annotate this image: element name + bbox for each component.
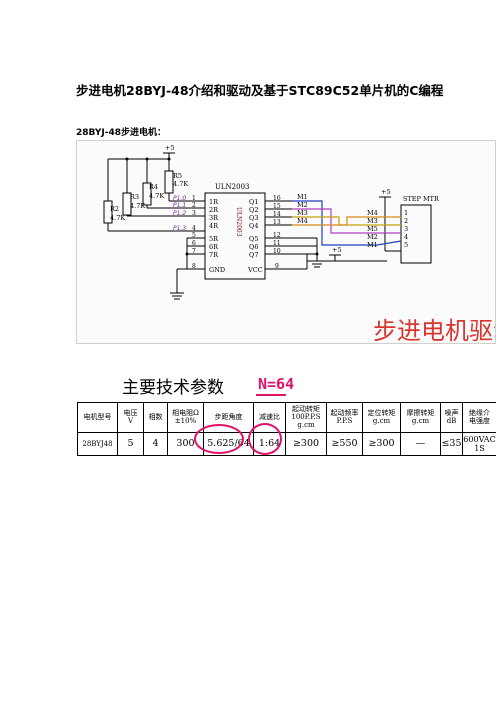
left-num-4: 4 — [192, 225, 196, 232]
value-start-torque: ≥300 — [285, 431, 327, 457]
conn-net-m1: M1 — [367, 241, 378, 249]
left-num-8: 8 — [192, 263, 196, 270]
left-pin-4: 4R — [209, 222, 219, 230]
conn-pin-2: 2 — [404, 217, 408, 225]
conn-net-m2: M2 — [367, 233, 378, 241]
value-start-freq: ≥550 — [326, 431, 363, 457]
value-phases: 4 — [143, 431, 168, 457]
port-label-p10: P1.0 — [173, 195, 186, 202]
value-voltage: 5 — [117, 431, 144, 457]
r5-value: 4.7K — [173, 180, 188, 188]
conn-pin-4: 4 — [404, 233, 408, 241]
net-m3: M3 — [297, 209, 308, 217]
right-pin-7: Q7 — [249, 251, 258, 259]
left-pin-7: 7R — [209, 251, 219, 259]
port-label-p13: P1.3 — [173, 225, 186, 232]
header-detent-torque: 定位转矩 g.cm — [362, 402, 401, 433]
left-num-6: 6 — [192, 240, 196, 247]
r5-label: R5 — [173, 172, 182, 180]
bus-power-label: +5 — [332, 246, 342, 254]
left-num-7: 7 — [192, 248, 196, 255]
right-num-13: 13 — [273, 219, 281, 226]
left-pin-6: 6R — [209, 243, 219, 251]
conn-pin-1: 1 — [404, 209, 408, 217]
left-pin-1: 1R — [209, 198, 219, 206]
right-num-14: 14 — [273, 211, 281, 218]
net-m2: M2 — [297, 201, 308, 209]
r3-label: R3 — [130, 193, 139, 201]
spec-data-row: 28BYJ48 5 4 300 5.625/64 1:64 ≥300 ≥550 … — [77, 431, 496, 457]
right-num-11: 11 — [273, 240, 281, 247]
right-pin-6: Q6 — [249, 243, 258, 251]
right-pin-5: Q5 — [249, 235, 258, 243]
conn-pin-3: 3 — [404, 225, 408, 233]
value-model: 28BYJ48 — [77, 431, 118, 457]
document-title: 步进电机28BYJ-48介绍和驱动及基于STC89C52单片机的C编程 — [76, 83, 444, 98]
right-pin-2: Q2 — [249, 206, 258, 214]
section-subtitle: 28BYJ-48步进电机： — [76, 128, 167, 138]
r2-label: R2 — [110, 205, 119, 213]
power-top-label: +5 — [165, 144, 175, 152]
connector-power-label: +5 — [381, 188, 391, 196]
header-start-torque: 起动转矩 100P.P.S g.cm — [285, 402, 327, 433]
right-pin-8: VCC — [247, 266, 263, 274]
chip-name: ULN2003 — [215, 183, 250, 191]
port-label-p12: P1.2 — [173, 210, 186, 217]
right-pin-3: Q3 — [249, 214, 258, 222]
value-insulation: 600VAC 1S — [462, 431, 496, 457]
spec-table: 电机型号 电压 V 相数 相电阻Ω ±10% 步距角度 减速比 起动转矩 100… — [77, 402, 496, 457]
schematic-diagram: +5 R5 4.7K R4 4.7K R3 4.7K R2 4.7K ULN20… — [76, 140, 496, 344]
right-pin-4: Q4 — [249, 222, 258, 230]
connector-title: STEP MTR — [403, 195, 440, 203]
left-pin-3: 3R — [209, 214, 219, 222]
spec-header-row: 电机型号 电压 V 相数 相电阻Ω ±10% 步距角度 减速比 起动转矩 100… — [77, 402, 496, 433]
r4-value: 4.7K — [149, 192, 164, 200]
note-underline — [256, 394, 286, 396]
header-model: 电机型号 — [77, 402, 118, 433]
header-noise: 噪声 dB — [440, 402, 463, 433]
port-label-p11: P1.1 — [173, 202, 186, 209]
net-m1: M1 — [297, 193, 308, 201]
conn-net-m3: M3 — [367, 217, 378, 225]
conn-net-m5: M5 — [367, 225, 378, 233]
left-pin-5: 5R — [209, 235, 219, 243]
r2-value: 4.7K — [110, 214, 125, 222]
header-friction-torque: 摩擦转矩 g.cm — [400, 402, 441, 433]
ratio-highlight — [248, 423, 282, 455]
chip-vertical-label: ULN2003 — [235, 207, 242, 237]
step-angle-highlight — [194, 424, 244, 454]
r4-label: R4 — [149, 183, 158, 191]
conn-net-m4: M4 — [367, 209, 378, 217]
right-pin-1: Q1 — [249, 198, 258, 206]
left-num-1: 1 — [192, 195, 196, 202]
right-num-15: 15 — [273, 203, 281, 210]
value-noise: ≤35 — [440, 431, 463, 457]
left-num-3: 3 — [192, 210, 196, 217]
right-num-16: 16 — [273, 195, 281, 202]
right-num-12: 12 — [273, 232, 281, 239]
r3-value: 4.7K — [130, 202, 145, 210]
schematic-caption: 步进电机驱动 — [373, 317, 496, 344]
value-detent-torque: ≥300 — [362, 431, 401, 457]
left-pin-8: GND — [209, 266, 225, 274]
header-voltage: 电压 V — [117, 402, 144, 433]
spec-section-title: 主要技术参数 — [122, 378, 224, 398]
right-num-10: 10 — [273, 248, 281, 255]
net-m4: M4 — [297, 217, 308, 225]
right-num-9: 9 — [275, 263, 279, 270]
header-resistance: 相电阻Ω ±10% — [167, 402, 204, 433]
left-num-5: 5 — [192, 232, 196, 239]
left-num-2: 2 — [192, 202, 196, 209]
value-friction-torque: — — [400, 431, 441, 457]
handwritten-note: N=64 — [258, 375, 295, 393]
left-pin-2: 2R — [209, 206, 219, 214]
header-phases: 相数 — [143, 402, 168, 433]
header-start-freq: 起动频率 P.P.S — [326, 402, 363, 433]
header-insulation: 绝缘介 电强度 — [462, 402, 496, 433]
conn-pin-5: 5 — [404, 241, 408, 249]
